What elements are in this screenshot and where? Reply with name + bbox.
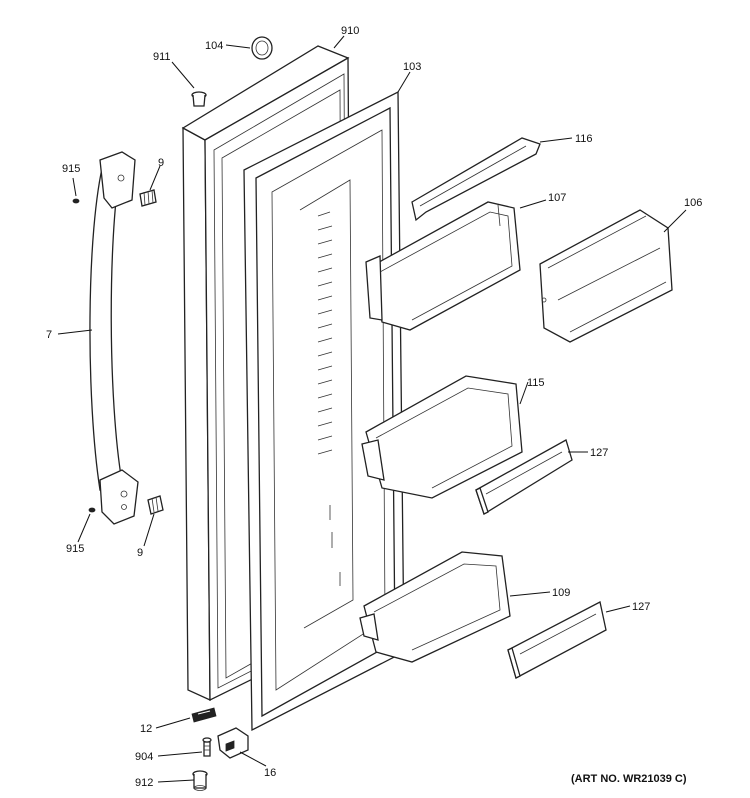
bushing-912: [192, 770, 208, 791]
leader-lines: [57, 35, 687, 783]
liner-shelf-ribs: [317, 211, 341, 586]
callout-104: 104: [205, 40, 223, 52]
door-handle: [89, 151, 139, 525]
callout-116: 116: [575, 133, 593, 145]
callout-9-upper: 9: [158, 157, 164, 169]
art-number: (ART NO. WR21039 C): [571, 773, 687, 785]
callout-9-lower: 9: [137, 547, 143, 559]
screw-904: [202, 737, 212, 757]
bin-trim-127-lower: [507, 601, 607, 679]
screw-915-lower: [88, 507, 96, 513]
callout-127-lower: 127: [632, 601, 650, 613]
bushing-911: [191, 91, 207, 107]
callout-910: 910: [341, 25, 359, 37]
door-bin-115: [361, 375, 523, 499]
screw-915-upper: [72, 198, 80, 204]
callout-904: 904: [135, 751, 153, 763]
callout-106: 106: [684, 197, 702, 209]
door-bin-107: [365, 201, 521, 331]
callout-915-lower: 915: [66, 543, 84, 555]
bin-cap-116: [411, 137, 541, 222]
callout-16: 16: [264, 767, 276, 779]
door-bin-109: [359, 551, 511, 663]
hinge-bracket-16: [217, 727, 249, 759]
plug-104: [251, 36, 273, 60]
callout-127-upper: 127: [590, 447, 608, 459]
callout-911: 911: [153, 51, 171, 63]
door-gasket: [243, 90, 405, 732]
callout-7: 7: [46, 329, 52, 341]
callout-12: 12: [140, 723, 152, 735]
hinge-cover-12: [191, 707, 217, 723]
callout-103: 103: [403, 61, 421, 73]
callout-115: 115: [527, 377, 545, 389]
callout-107: 107: [548, 192, 566, 204]
screw-9-lower: [147, 495, 164, 515]
callout-915-upper: 915: [62, 163, 80, 175]
callout-109: 109: [552, 587, 570, 599]
bin-trim-127-upper: [475, 439, 573, 515]
callout-912: 912: [135, 777, 153, 789]
dairy-bin-106: [539, 209, 673, 343]
screw-9-upper: [139, 189, 157, 207]
